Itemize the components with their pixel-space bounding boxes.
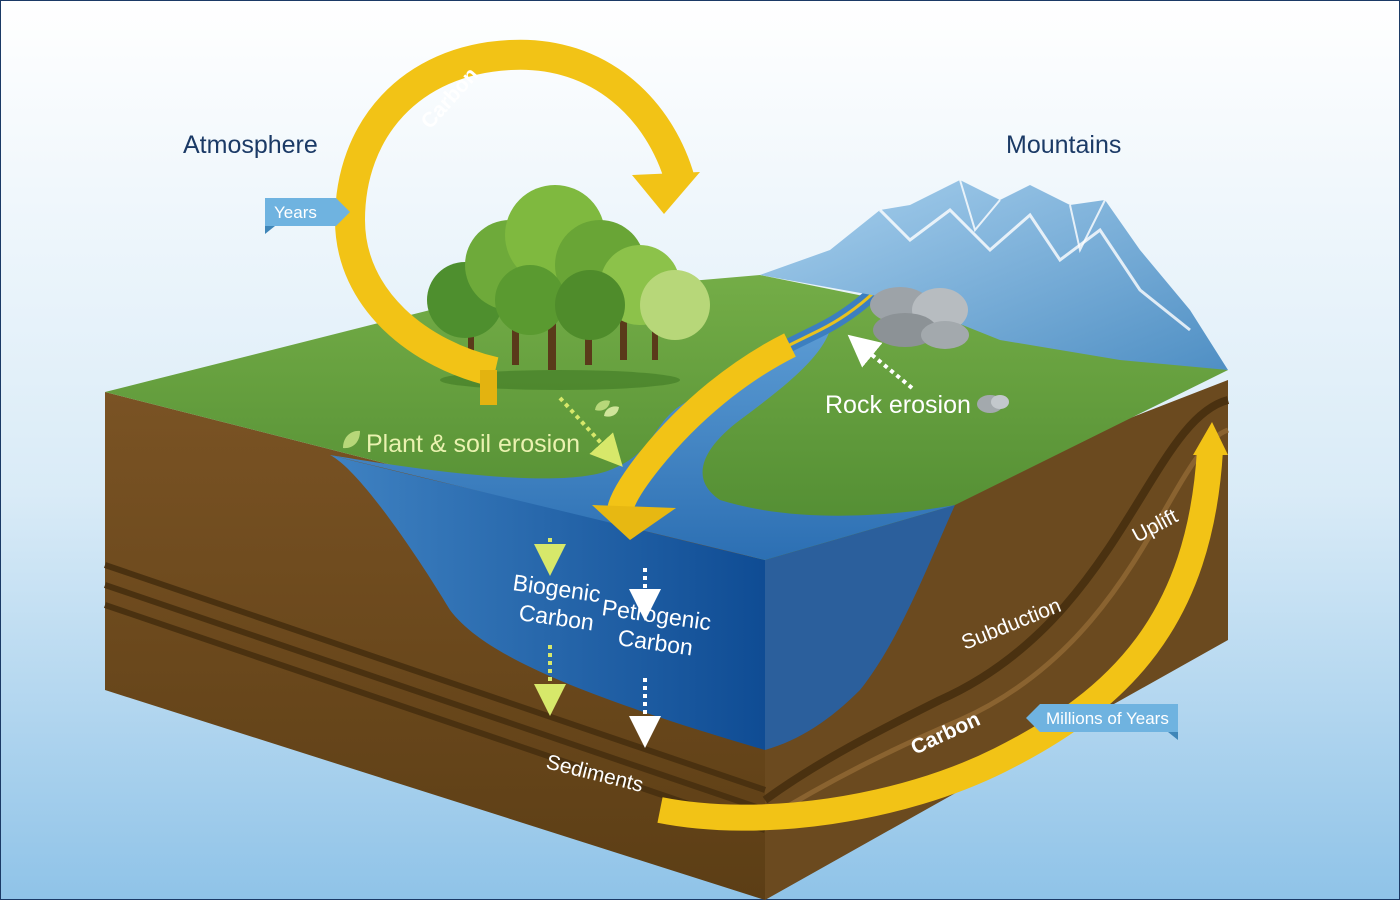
atmosphere-label: Atmosphere [183, 131, 318, 159]
water-right-face [765, 505, 955, 750]
millions-of-years-tag [1026, 704, 1178, 740]
rock-icon [977, 395, 1009, 413]
millions-of-years-tag-label: Millions of Years [1046, 709, 1169, 728]
strata-curve [763, 427, 1229, 823]
strata-line [104, 602, 766, 833]
leaf-icon [343, 430, 360, 449]
leaf-icon [595, 400, 610, 411]
strata-curve [762, 396, 1230, 804]
trees-illustration [427, 185, 710, 390]
soil-block-right-face [765, 380, 1228, 900]
leaf-icon [604, 406, 619, 417]
carbon-arrow-years [334, 39, 700, 405]
strata-line [104, 562, 766, 793]
carbon-arrow-millions [657, 422, 1228, 831]
plant-soil-erosion-label: Plant & soil erosion [366, 430, 580, 458]
rock-erosion-label: Rock erosion [825, 391, 971, 419]
rock-erosion-dotted-arrow [847, 334, 914, 390]
mountains-illustration [760, 179, 1228, 370]
years-tag-label: Years [274, 203, 317, 222]
years-tag [265, 198, 350, 234]
carbon-arrow-river [592, 333, 796, 540]
boulders-icon [870, 287, 969, 349]
plant-erosion-dotted-arrow [558, 396, 623, 467]
water-front-face [330, 455, 765, 750]
strata-line [104, 582, 766, 813]
mountains-label: Mountains [1006, 131, 1121, 159]
